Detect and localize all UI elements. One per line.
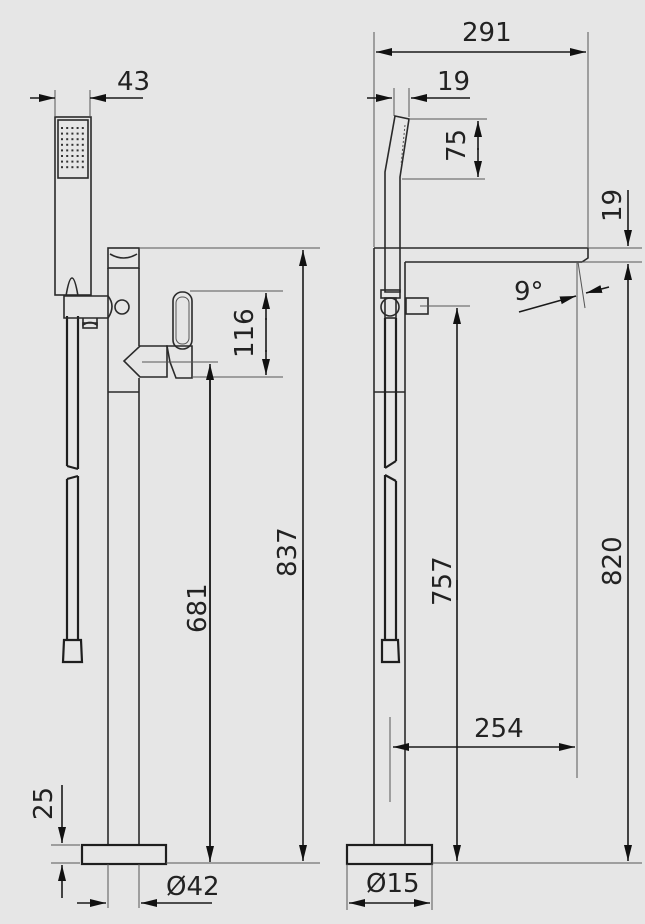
dim-overall-height: 837 [140,247,320,864]
hand-shower [54,116,92,664]
dim-label-820: 820 [598,536,628,586]
dim-spout-angle: 9° [514,261,610,313]
dim-overall-depth: 291 [373,18,589,247]
dim-label-291: 291 [462,18,512,48]
side-view: 291 19 75 19 9 [345,18,642,910]
dim-base-diameter: Ø15 [346,864,433,910]
dim-spout-outlet-height: 681 [142,361,218,862]
dim-label-837: 837 [273,527,303,577]
front-view: 43 116 681 837 [29,67,320,908]
dim-column-diameter: Ø42 [77,864,220,908]
spray-nozzle-grid-icon [61,127,84,169]
dim-handle-height: 116 [190,290,283,378]
dim-label-diameter-15: Ø15 [366,869,420,899]
dim-spout-height: 820 [432,264,642,864]
mixer-column-side [373,247,589,846]
mixer-handle [122,291,193,379]
dim-spout-thickness: 19 [582,189,642,263]
dim-label-19-head: 19 [437,67,470,97]
dim-label-diameter-42: Ø42 [166,872,220,902]
dim-label-9-degrees: 9° [514,277,544,307]
dim-hand-shower-head-thickness: 19 [367,67,470,117]
base-plate [80,843,168,866]
shower-holder [63,277,130,329]
dim-outlet-connection-height: 757 [420,305,470,861]
mixer-column [107,247,140,846]
hand-shower-side [380,115,429,664]
dim-label-19-spout: 19 [598,189,628,222]
dim-hand-shower-width: 43 [30,67,150,116]
dim-label-116: 116 [230,308,260,358]
dim-label-43: 43 [117,67,150,97]
dim-spout-reach: 254 [389,262,578,802]
dim-label-757: 757 [428,556,458,606]
dim-label-75: 75 [442,129,472,162]
dim-label-254: 254 [474,714,524,744]
base-plate-side [345,843,434,866]
dim-label-25: 25 [29,787,59,820]
dim-hand-shower-head-length: 75 [402,118,487,180]
dim-label-681: 681 [183,583,213,633]
dim-base-thickness: 25 [29,785,80,898]
